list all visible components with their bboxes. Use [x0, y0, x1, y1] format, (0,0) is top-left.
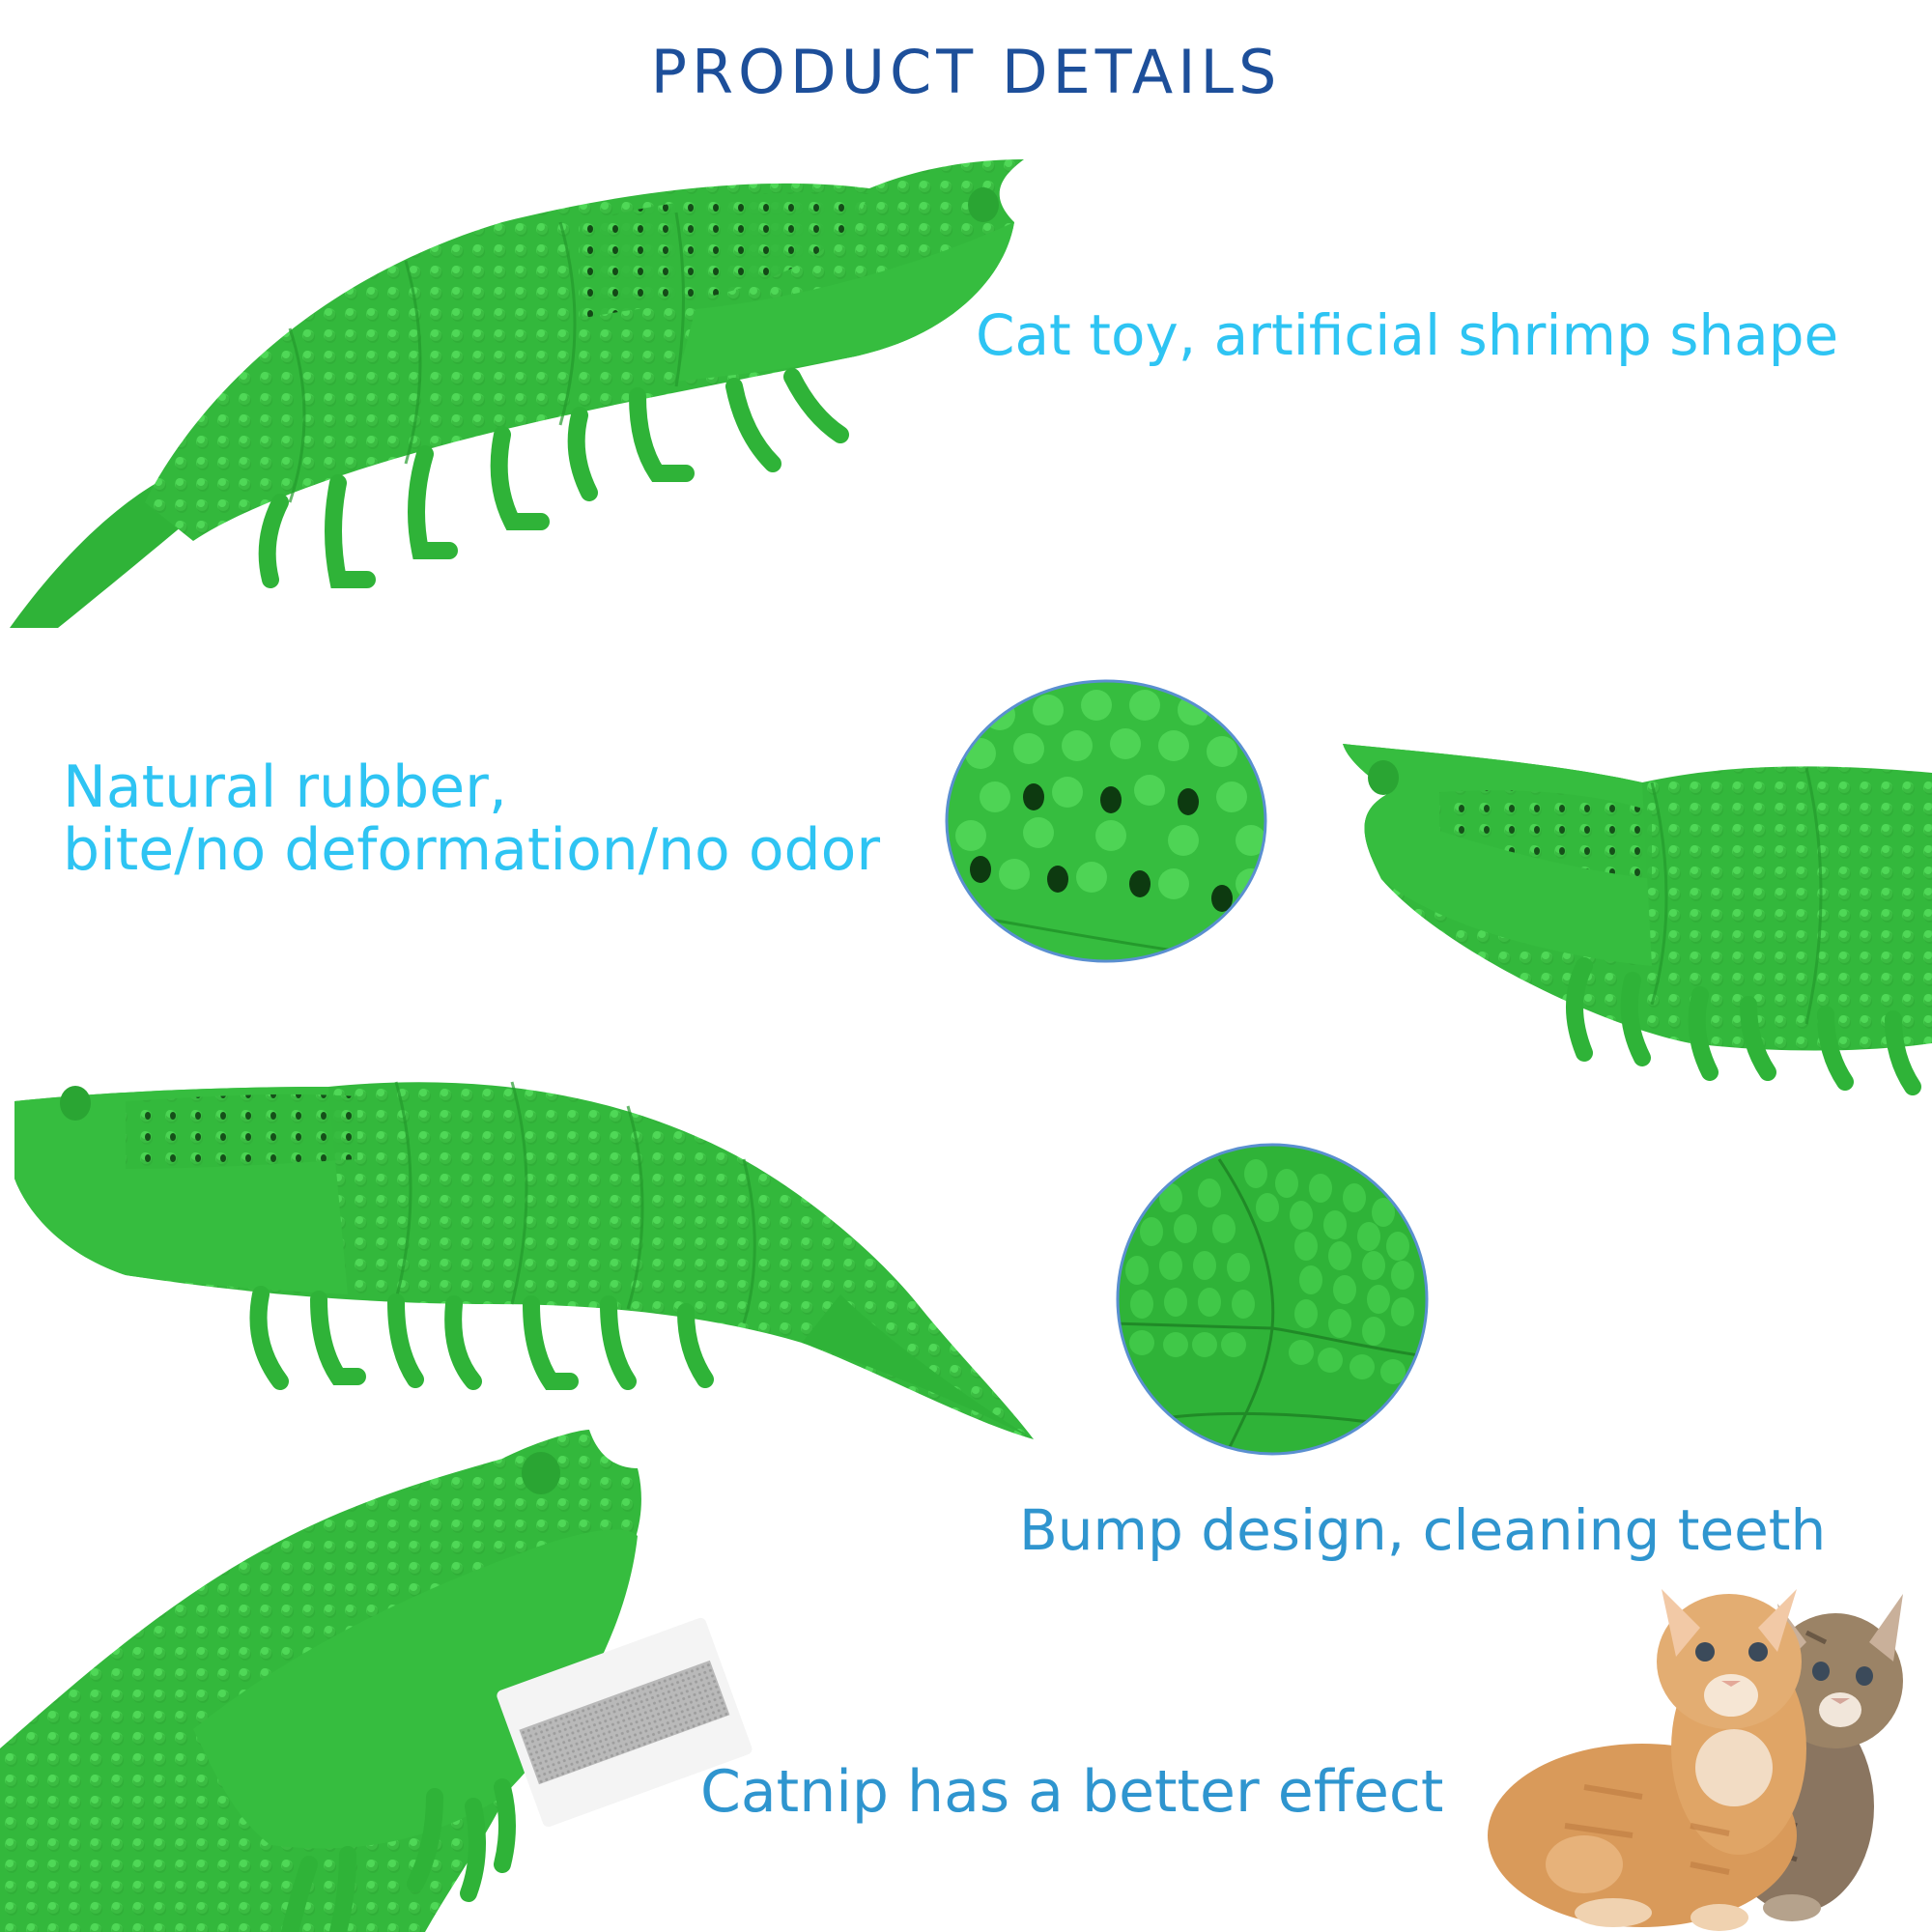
shrimp-toy-top-image [10, 159, 1024, 628]
caption-material-line1: Natural rubber, [63, 753, 507, 821]
page-title: PRODUCT DETAILS [650, 37, 1282, 107]
caption-material-line2: bite/no deformation/no odor [63, 816, 881, 884]
perforated-closeup-image [945, 679, 1267, 963]
shrimp-toy-right-image [1343, 744, 1932, 1095]
kittens-photo [1488, 1589, 1903, 1931]
catnip-pouch-image [0, 1430, 753, 1932]
bump-closeup-image [1116, 1143, 1429, 1456]
caption-shrimp-shape: Cat toy, artificial shrimp shape [976, 302, 1839, 368]
caption-bump-design: Bump design, cleaning teeth [1019, 1497, 1827, 1563]
caption-catnip: Catnip has a better effect [700, 1758, 1444, 1826]
shrimp-toy-bottom-image [14, 1081, 1034, 1439]
